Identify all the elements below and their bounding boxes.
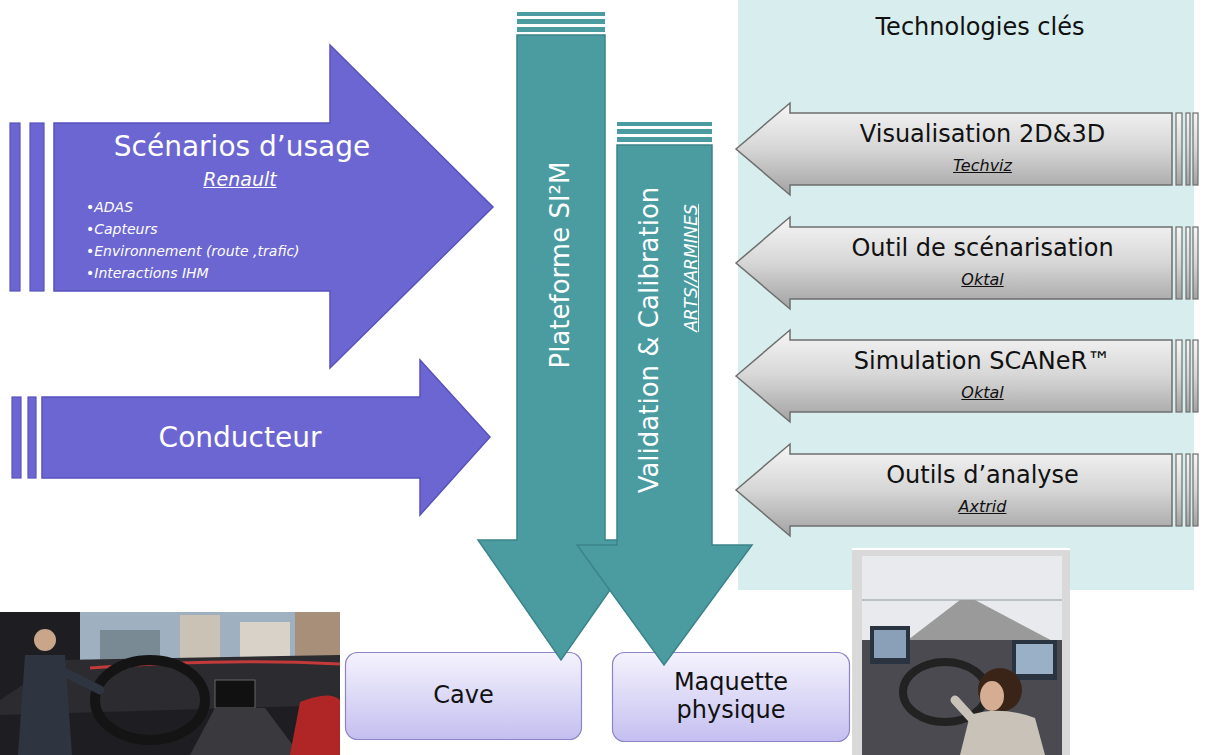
technology-name: Outil de scénarisation (795, 232, 1170, 266)
arrow-title: Validation & Calibration (633, 145, 667, 535)
cave-photo (0, 612, 340, 755)
arrow-title: Plateforme SI²M (543, 65, 579, 465)
technology-arrow-outline (736, 330, 1200, 422)
technology-arrow-outline (736, 103, 1200, 195)
partner-name: Oktal (860, 381, 1105, 406)
partner-name: Axtrid (860, 495, 1105, 520)
input-arrow: Conducteur (12, 360, 490, 515)
technology-arrow-outline (736, 217, 1200, 309)
arrow-title: Scénarios d’usage (64, 128, 420, 166)
partner-name: Oktal (860, 268, 1105, 293)
technology-arrow-outline (736, 444, 1200, 536)
panel-title: Technologies clés (790, 10, 1170, 46)
validation-arrow-outline (577, 122, 752, 665)
partner-name: Renault (150, 167, 330, 193)
partner-name: ARTS/ARMINES (681, 168, 703, 368)
input-arrow-outline (10, 45, 493, 368)
input-arrow: Scénarios d’usageRenault •ADAS•Capteurs•E… (10, 45, 493, 368)
output-name: Maquette physique (640, 658, 822, 736)
mockup-photo (852, 550, 1070, 755)
output-box: Maquette physique (612, 652, 850, 742)
arrow-title: Conducteur (60, 418, 420, 458)
output-box: Cave (345, 652, 582, 740)
partner-name: Techviz (860, 154, 1105, 179)
output-name: Cave (360, 670, 567, 722)
bullet-item: •Interactions IHM (86, 262, 326, 284)
technology-arrow: Simulation SCANeR™Oktal (736, 330, 1200, 422)
bullet-item: •Capteurs (86, 218, 326, 240)
technology-name: Visualisation 2D&3D (795, 118, 1170, 152)
technology-panel: Technologies clésVisualisation 2D&3DTech… (738, 0, 1194, 590)
technology-arrow: Visualisation 2D&3DTechviz (736, 103, 1200, 195)
technology-name: Simulation SCANeR™ (795, 345, 1170, 379)
bullet-item: •ADAS (86, 196, 326, 218)
technology-name: Outils d’analyse (795, 459, 1170, 493)
technology-arrow: Outils d’analyseAxtrid (736, 444, 1200, 536)
technology-arrow: Outil de scénarisationOktal (736, 217, 1200, 309)
validation-arrow: Validation & Calibration ARTS/ARMINES (577, 122, 752, 665)
bullet-item: •Environnement (route ,trafic) (86, 240, 326, 262)
